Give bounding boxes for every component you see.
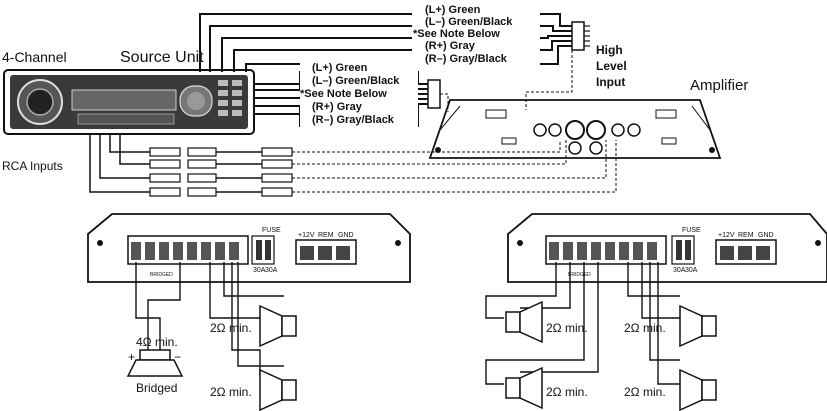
- left-amp-panel: FUSE 30A 30A +12V REM GND BRIDGED: [87, 213, 411, 283]
- left-speaker-lower: 2Ω min.: [210, 368, 297, 411]
- left-terminal-gnd: GND: [338, 232, 354, 239]
- bridged-speaker: + − 4Ω min. Bridged: [126, 335, 184, 395]
- svg-text:+: +: [128, 350, 135, 364]
- left-fuse-value-2: 30A: [265, 267, 278, 274]
- right-speaker-impedance-2: 2Ω min.: [546, 385, 588, 399]
- lower-wire-label-2: (L–) Green/Black: [312, 75, 400, 87]
- rca-cables: [89, 50, 617, 197]
- svg-text:Input: Input: [596, 75, 625, 89]
- right-amp-panel: FUSE 30A 30A +12V REM GND BRIDGED: [507, 213, 827, 283]
- right-terminal-gnd: GND: [758, 232, 774, 239]
- head-unit: 4-Channel Source Unit RCA Inputs: [2, 49, 255, 173]
- left-terminal-12v: +12V: [298, 232, 315, 239]
- high-level-input-label: High Level Input: [596, 43, 627, 89]
- source-unit-title: Source Unit: [120, 49, 204, 66]
- upper-wire-label-3: *See Note Below: [413, 28, 500, 40]
- left-bridged-label: BRIDGED: [150, 272, 173, 278]
- right-fuse-value-1: 30A: [673, 267, 686, 274]
- right-fuse-value-2: 30A: [685, 267, 698, 274]
- upper-wire-label-2: (L–) Green/Black: [425, 16, 513, 28]
- lower-wire-label-5: (R–) Gray/Black: [312, 114, 395, 126]
- upper-connector: [571, 21, 585, 51]
- amplifier-title: Amplifier: [690, 77, 748, 94]
- left-terminal-rem: REM: [318, 232, 334, 239]
- lower-wire-label-4: (R+) Gray: [312, 101, 363, 113]
- lower-connector: [427, 79, 441, 109]
- left-speaker-wires: [135, 262, 284, 376]
- left-speaker-upper: 2Ω min.: [210, 304, 297, 348]
- upper-wire-label-4: (R+) Gray: [425, 40, 476, 52]
- right-speaker-lower-right: 2Ω min.: [624, 368, 717, 411]
- top-amplifier: Amplifier: [428, 77, 748, 159]
- svg-text:Level: Level: [596, 59, 627, 73]
- right-speaker-impedance-4: 2Ω min.: [624, 385, 666, 399]
- left-fuse-value-1: 30A: [253, 267, 266, 274]
- rca-inputs-label: RCA Inputs: [2, 159, 63, 173]
- channel-label: 4-Channel: [2, 49, 67, 65]
- upper-harness-wires: [199, 13, 572, 72]
- right-terminal-12v: +12V: [718, 232, 735, 239]
- bridged-label: Bridged: [136, 381, 177, 395]
- bridged-impedance: 4Ω min.: [136, 335, 178, 349]
- left-speaker-impedance-1: 2Ω min.: [210, 321, 252, 335]
- right-speaker-impedance-3: 2Ω min.: [624, 321, 666, 335]
- left-fuse-label: FUSE: [262, 227, 281, 234]
- right-speaker-lower-left: 2Ω min.: [505, 366, 588, 410]
- lower-wire-label-3: *See Note Below: [300, 88, 387, 100]
- upper-wire-label-1: (L+) Green: [425, 4, 481, 16]
- right-speaker-upper-right: 2Ω min.: [624, 304, 717, 348]
- right-bridged-label: BRIDGED: [568, 272, 591, 278]
- left-speaker-impedance-2: 2Ω min.: [210, 385, 252, 399]
- lower-wire-label-1: (L+) Green: [312, 62, 368, 74]
- right-speaker-impedance-1: 2Ω min.: [546, 321, 588, 335]
- upper-wire-label-5: (R–) Gray/Black: [425, 53, 508, 65]
- right-terminal-rem: REM: [738, 232, 754, 239]
- right-speaker-upper-left: 2Ω min.: [505, 300, 588, 344]
- right-fuse-label: FUSE: [682, 227, 701, 234]
- svg-text:−: −: [174, 350, 181, 364]
- svg-text:High: High: [596, 43, 623, 57]
